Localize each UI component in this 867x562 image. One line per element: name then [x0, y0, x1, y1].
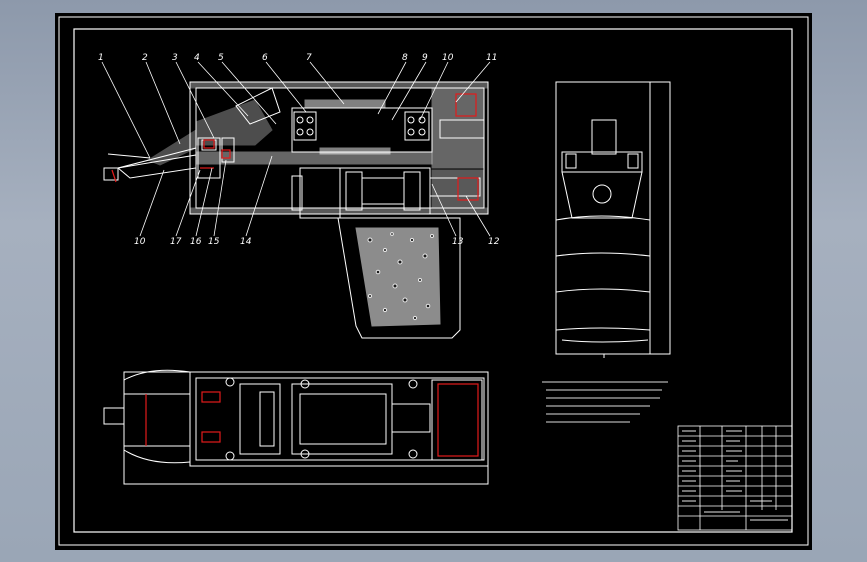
cad-viewport[interactable]: 1 2 3 4 5 6 7 8 9 10 11 10 17 16 15 14 1…: [55, 13, 812, 550]
section-view-accents: [111, 93, 479, 201]
label-part-8: 8: [402, 53, 408, 63]
label-part-7: 7: [306, 53, 312, 63]
leader-lines: [101, 61, 491, 237]
side-view: [555, 81, 671, 358]
cad-drawing: 1 2 3 4 5 6 7 8 9 10 11 10 17 16 15 14 1…: [58, 16, 809, 546]
drawing-border: [58, 16, 809, 546]
label-part-5: 5: [218, 53, 224, 63]
label-part-3: 3: [172, 53, 178, 63]
title-block: [677, 425, 793, 531]
label-part-2: 2: [142, 53, 148, 63]
title-block-fill-strokes: [682, 430, 788, 521]
label-part-6: 6: [262, 53, 268, 63]
technical-notes: [542, 381, 668, 423]
section-view-main: [103, 81, 489, 339]
label-part-15: 15: [208, 237, 220, 247]
plan-view-accents: [145, 383, 479, 457]
label-part-1: 1: [98, 53, 104, 63]
label-part-17: 17: [170, 237, 182, 247]
label-part-16: 16: [190, 237, 202, 247]
label-part-13: 13: [452, 237, 464, 247]
label-part-10-top: 10: [442, 53, 454, 63]
label-part-11: 11: [486, 53, 497, 63]
label-part-12: 12: [488, 237, 500, 247]
part-number-labels: 1 2 3 4 5 6 7 8 9 10 11 10 17 16 15 14 1…: [98, 53, 500, 247]
label-part-9: 9: [422, 53, 428, 63]
label-part-14: 14: [240, 237, 252, 247]
label-part-4: 4: [194, 53, 200, 63]
label-part-10-bottom: 10: [134, 237, 146, 247]
plan-view: [103, 369, 489, 485]
